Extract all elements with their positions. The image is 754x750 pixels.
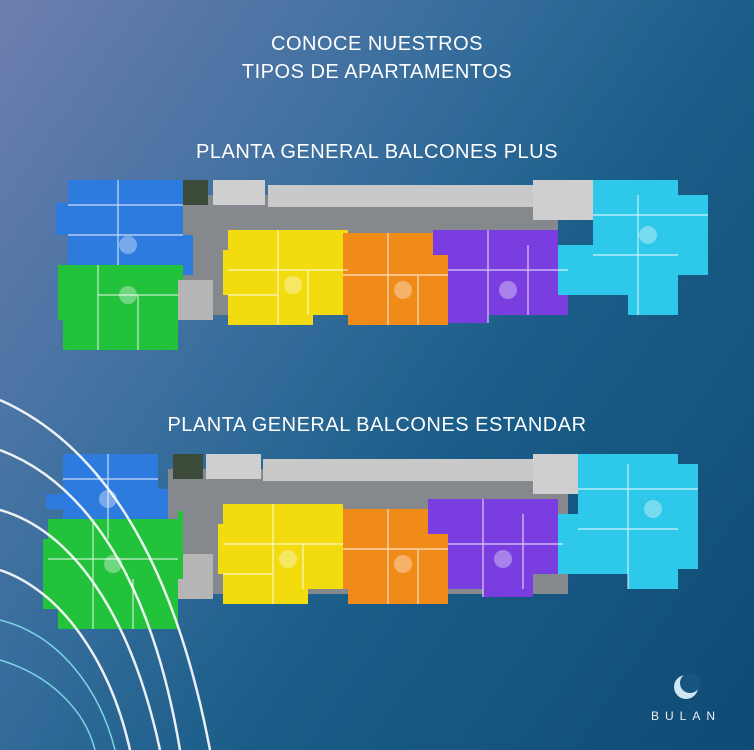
floor-plan-balcones-plus [56,180,708,350]
stair-block [213,180,265,205]
page-title-line-1: CONOCE NUESTROS [271,33,483,55]
walkway [268,185,533,207]
unit-yellow [218,504,343,604]
unit-blue [46,454,168,539]
stairs-left [173,280,213,320]
page-title-line-2: TIPOS DE APARTAMENTOS [241,61,513,83]
brand-logo: BULAN [636,672,736,723]
plan-estandar-title: PLANTA GENERAL BALCONES ESTANDAR [167,414,587,436]
walkway [263,459,533,481]
unit-blue [56,180,193,275]
unit-orange [343,509,448,604]
stair-block [206,454,261,479]
room-highlights [119,226,657,304]
decorative-arcs [0,398,212,750]
unit-purple [433,230,568,323]
unit-purple [428,499,563,597]
stair-block-right [533,180,593,220]
garden-strip [173,454,203,479]
unit-green [58,265,183,350]
floor-plan-balcones-estandar [43,454,698,629]
plan-plus-title: PLANTA GENERAL BALCONES PLUS [196,141,558,163]
unit-orange [343,233,448,325]
unit-yellow [223,230,348,325]
unit-cyan [558,180,708,315]
brand-name: BULAN [650,709,721,723]
crescent-moon-icon [674,673,700,699]
unit-green [43,511,183,629]
